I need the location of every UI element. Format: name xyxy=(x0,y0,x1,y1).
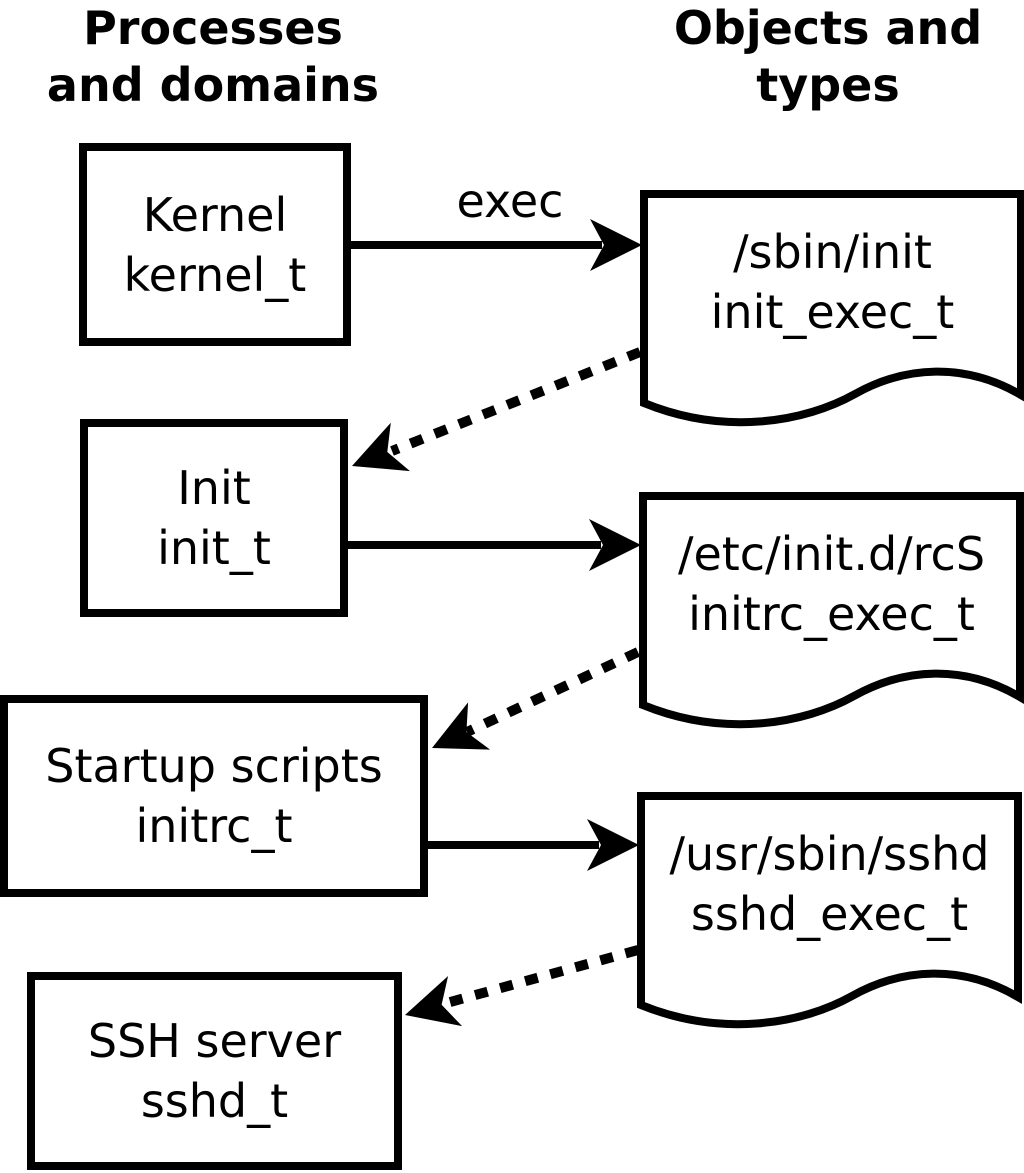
process-box-kernel: Kernel kernel_t xyxy=(79,143,351,346)
object-type: init_exec_t xyxy=(710,284,955,339)
object-path: /sbin/init xyxy=(733,224,932,279)
object-path: /etc/init.d/rcS xyxy=(677,526,986,581)
right-header-line1: Objects and xyxy=(673,1,983,55)
object-type: sshd_exec_t xyxy=(690,886,969,941)
process-domain-type: kernel_t xyxy=(123,247,307,302)
document-shape-usr-sbin-sshd xyxy=(637,792,1022,1029)
object-doc-usr-sbin-sshd: /usr/sbin/sshd sshd_exec_t xyxy=(637,796,1022,971)
left-header-line2: and domains xyxy=(46,58,380,112)
exec-arrow-label: exec xyxy=(456,174,564,228)
object-doc-sbin-init: /sbin/init init_exec_t xyxy=(640,194,1024,369)
solid-arrow-initrc-to-sshd xyxy=(428,819,639,871)
process-box-ssh-server: SSH server sshd_t xyxy=(27,972,402,1170)
right-column-header: Objects and types xyxy=(640,0,1016,114)
dotted-arrow-rcs-to-initrc xyxy=(432,647,641,750)
solid-arrow-init-to-rcs xyxy=(348,519,641,571)
right-header-line2: types xyxy=(756,58,900,112)
process-box-init: Init init_t xyxy=(80,419,348,617)
process-name: Startup scripts xyxy=(45,739,383,793)
dotted-arrow-sshd-exec-to-sshd xyxy=(405,945,640,1027)
process-domain-type: sshd_t xyxy=(140,1074,289,1128)
process-name: SSH server xyxy=(87,1014,342,1068)
process-name: Kernel xyxy=(142,187,288,242)
object-path: /usr/sbin/sshd xyxy=(669,826,990,881)
object-doc-etc-initd-rcs: /etc/init.d/rcS initrc_exec_t xyxy=(639,496,1024,671)
document-shape-etc-initd-rcs xyxy=(639,492,1024,729)
process-domain-type: init_t xyxy=(157,521,271,575)
left-column-header: Processes and domains xyxy=(0,0,426,114)
left-header-line1: Processes xyxy=(83,1,343,55)
process-domain-type: initrc_t xyxy=(135,799,293,853)
document-shape-sbin-init xyxy=(640,190,1024,427)
solid-arrow-kernel-to-sbin-init xyxy=(351,219,642,271)
process-box-startup-scripts: Startup scripts initrc_t xyxy=(0,695,428,897)
object-type: initrc_exec_t xyxy=(688,586,975,641)
dotted-arrow-sbin-init-to-init xyxy=(352,347,642,472)
process-name: Init xyxy=(177,461,251,515)
